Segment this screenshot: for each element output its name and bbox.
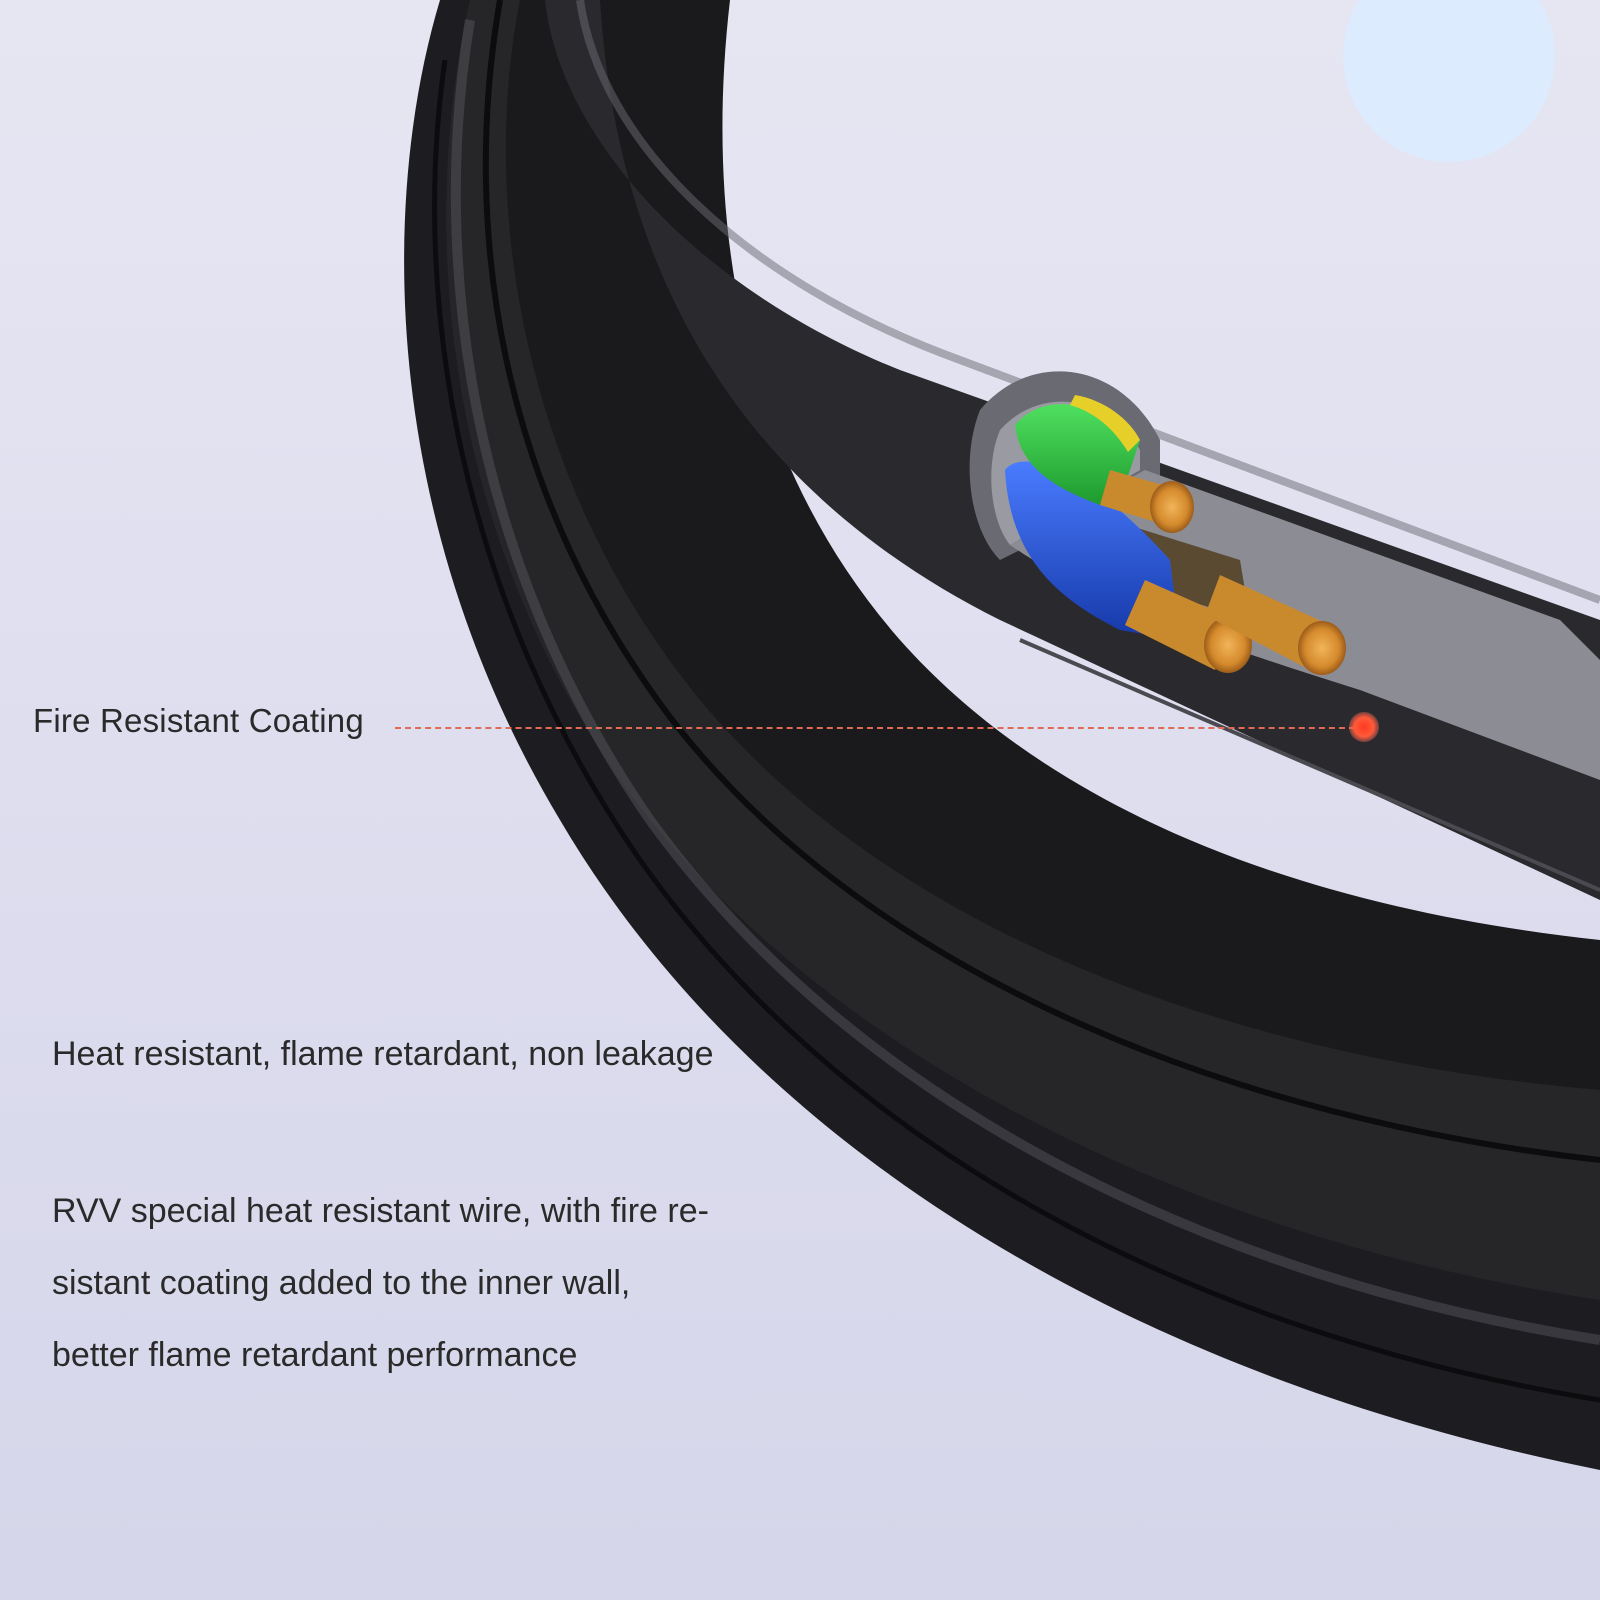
background-glow (1343, 0, 1555, 162)
copper-conductor (1100, 470, 1194, 533)
description-line: better flame retardant performance (52, 1336, 578, 1374)
cable-sheen (450, 19, 1600, 1345)
feature-description: RVV special heat resistant wire, with fi… (52, 1175, 752, 1391)
callout-dashed-line (395, 727, 1355, 729)
core-blue (1005, 461, 1180, 640)
feature-headline: Heat resistant, flame retardant, non lea… (52, 1035, 714, 1073)
core-yellow-stripe (1070, 395, 1140, 452)
cable-jacket-top-highlight (576, 0, 1600, 604)
cable-jacket-edge (1019, 638, 1600, 892)
callout-label: Fire Resistant Coating (33, 702, 364, 739)
callout-marker-dot (1349, 712, 1379, 742)
cable-groove (432, 59, 1600, 1403)
copper-conductor (1205, 575, 1346, 675)
cable-groove (482, 0, 1600, 1163)
description-line: RVV special heat resistant wire, with fi… (52, 1192, 709, 1230)
description-line: sistant coating added to the inner wall, (52, 1264, 631, 1302)
